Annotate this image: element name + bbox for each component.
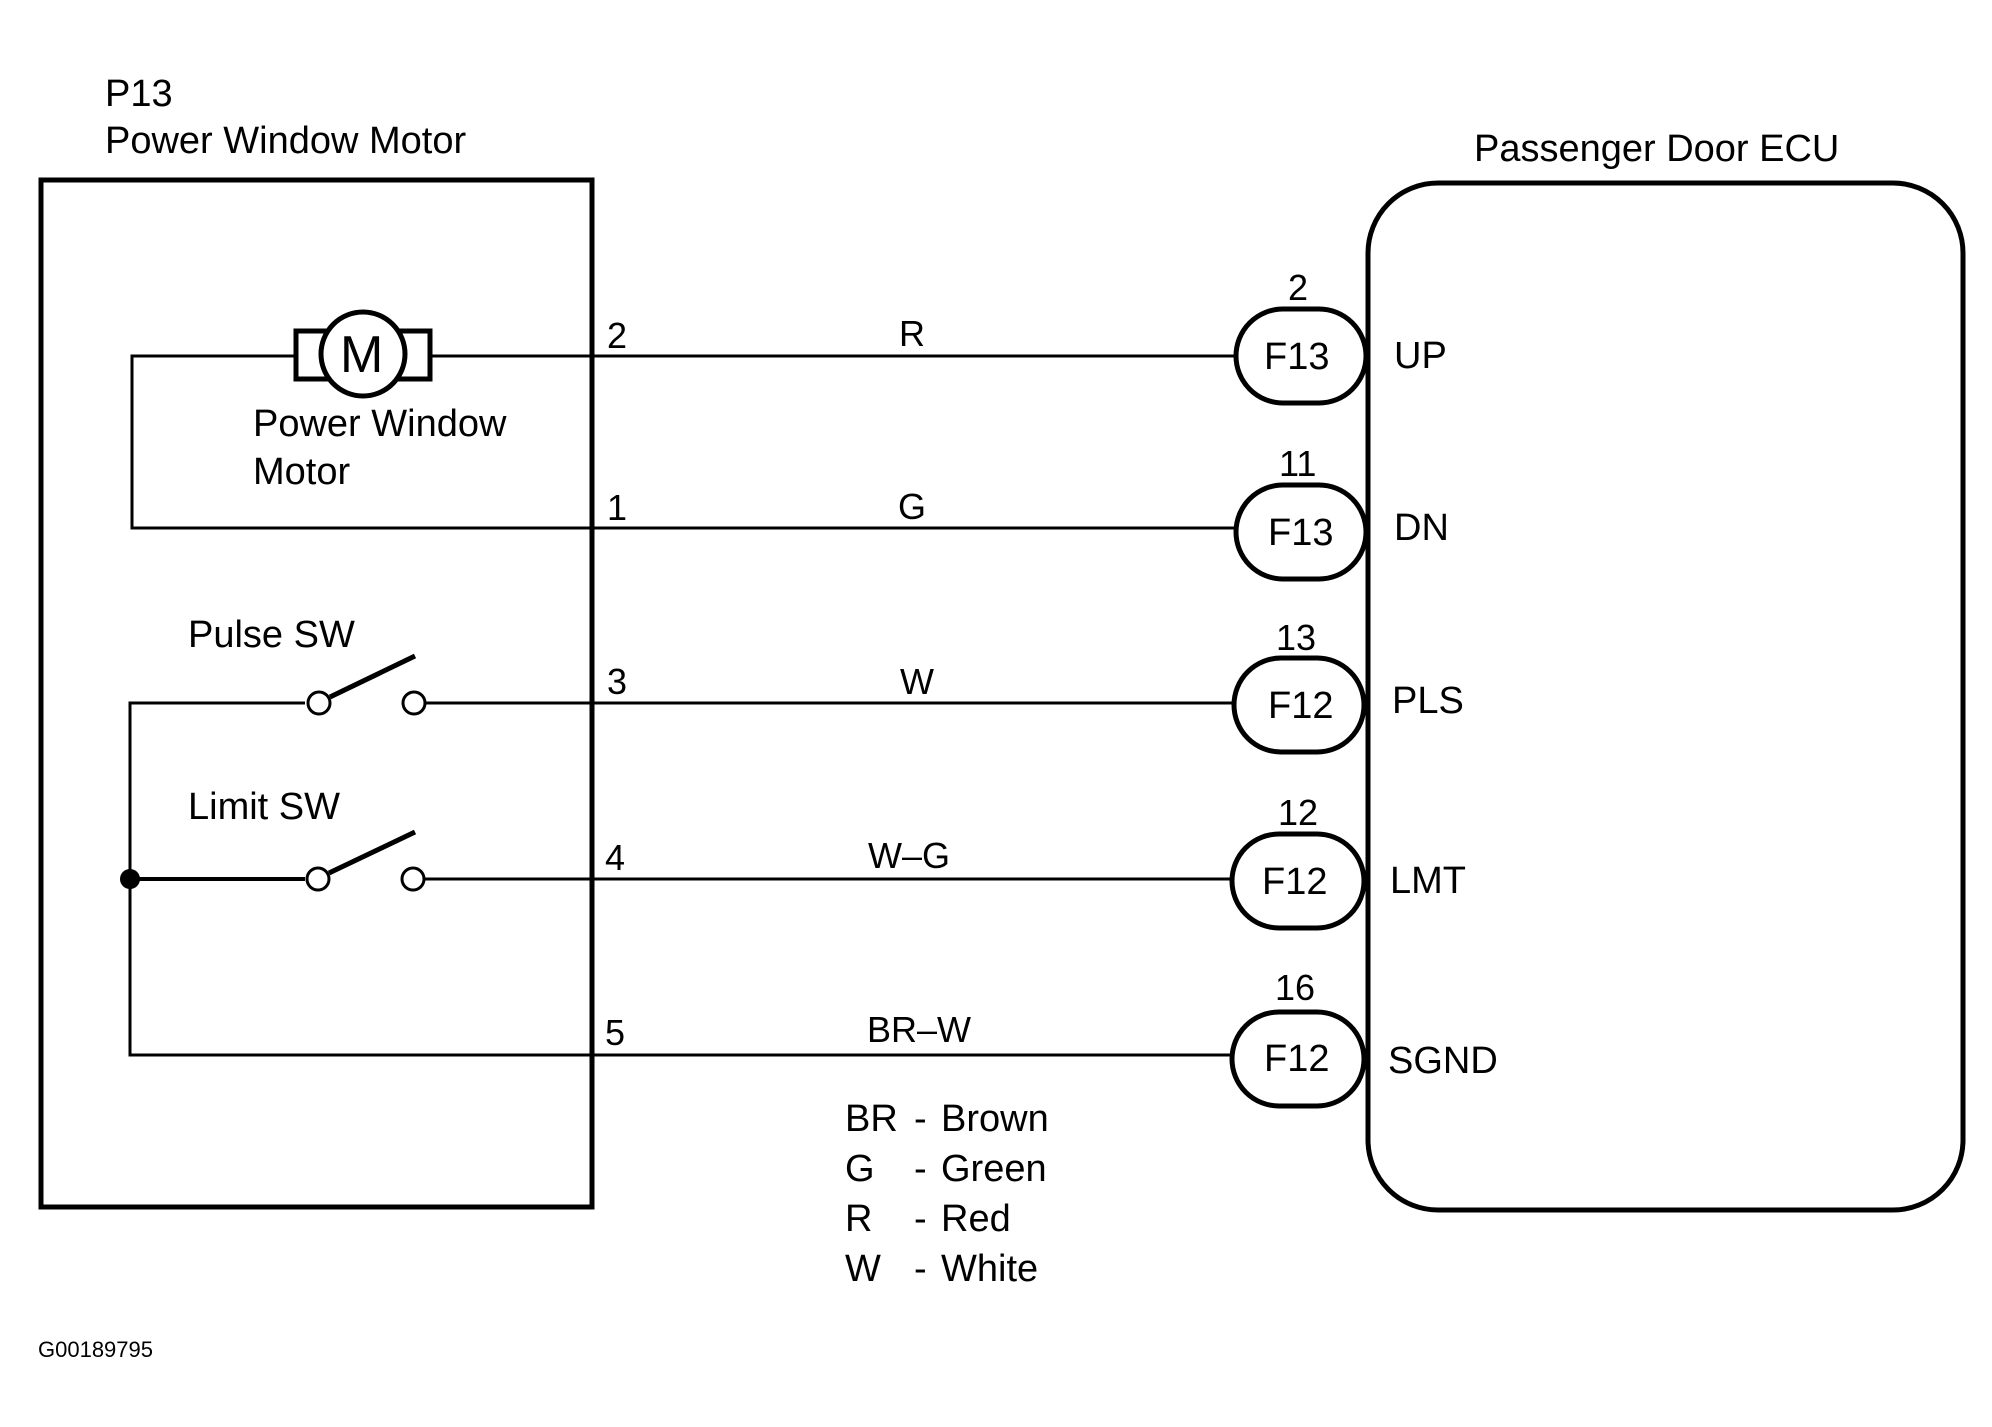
ecu-pin-number: 13 — [1276, 617, 1317, 658]
legend-code: W — [845, 1248, 881, 1290]
pulse-switch-lever — [328, 653, 417, 700]
pulse-switch-label: Pulse SW — [188, 614, 355, 656]
connector-F13-pin2 — [1233, 306, 1369, 406]
ecu-terminal-label: LMT — [1390, 860, 1466, 902]
legend-code: BR — [845, 1098, 898, 1140]
ecu-pin-number: 2 — [1288, 267, 1309, 308]
legend-sep: - — [914, 1148, 927, 1190]
pulse-switch-contact-left — [306, 690, 332, 716]
limit-switch-label: Limit SW — [188, 786, 340, 828]
motor-loop-wire — [130, 354, 592, 530]
wire-color-code: W–G — [868, 835, 951, 876]
legend-code: R — [845, 1198, 873, 1240]
junction-dot — [120, 869, 140, 889]
legend-name: Red — [941, 1198, 1011, 1240]
motor-pin-label: 5 — [605, 1012, 626, 1053]
ecu-terminal-label: PLS — [1392, 680, 1464, 722]
motor-symbol-letter: M — [340, 326, 384, 384]
ecu-pin-number: 12 — [1278, 792, 1319, 833]
wire-color-code: R — [899, 313, 925, 354]
ecu-terminal-label: DN — [1394, 507, 1449, 549]
motor-pin-label: 1 — [607, 487, 628, 528]
ecu-terminal-label: UP — [1394, 335, 1447, 377]
legend-name: White — [941, 1248, 1039, 1290]
connector-F12-pin12 — [1229, 831, 1367, 931]
connector-id: F12 — [1264, 1038, 1330, 1080]
motor-pin-label: 3 — [607, 661, 628, 702]
connector-F12-pin13 — [1231, 655, 1367, 755]
connector-id: F12 — [1268, 685, 1334, 727]
motor-label-line2: Motor — [253, 451, 351, 493]
connector-F12-pin16 — [1229, 1009, 1367, 1109]
wire-color-code: BR–W — [867, 1009, 972, 1050]
figure-id: G00189795 — [38, 1337, 153, 1362]
limit-switch-lever — [327, 829, 417, 876]
legend-name: Brown — [941, 1098, 1049, 1140]
motor-pin-label: 2 — [607, 315, 628, 356]
connector-F13-pin11 — [1233, 482, 1369, 582]
connector-id: F13 — [1264, 336, 1330, 378]
connector-id: F12 — [1262, 861, 1328, 903]
motor-connector-id: P13 — [105, 73, 173, 115]
wire-color-code: G — [898, 486, 927, 527]
motor-pin-label: 4 — [605, 837, 626, 878]
motor-block-title: Power Window Motor — [105, 120, 467, 162]
limit-switch-contact-right — [400, 866, 426, 892]
ecu-pin-number: 11 — [1279, 443, 1317, 484]
pulse-switch-contact-right — [401, 690, 427, 716]
motor-block-outline — [38, 177, 595, 1210]
limit-switch-contact-left — [305, 866, 331, 892]
motor-label-line1: Power Window — [253, 403, 507, 445]
wire-color-code: W — [900, 661, 934, 702]
legend-sep: - — [914, 1098, 927, 1140]
connector-id: F13 — [1268, 512, 1334, 554]
motor-symbol-icon — [293, 309, 433, 399]
legend-sep: - — [914, 1198, 927, 1240]
legend-code: G — [845, 1148, 875, 1190]
ecu-pin-number: 16 — [1275, 967, 1316, 1008]
legend-sep: - — [914, 1248, 927, 1290]
legend-name: Green — [941, 1148, 1047, 1190]
ecu-block-outline — [1365, 180, 1966, 1213]
ecu-terminal-label: SGND — [1388, 1040, 1498, 1082]
ecu-block-title: Passenger Door ECU — [1474, 128, 1840, 170]
